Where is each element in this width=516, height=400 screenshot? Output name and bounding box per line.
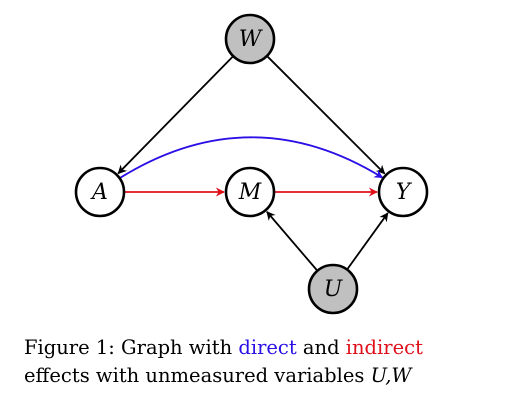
node-u-circle	[307, 263, 359, 315]
node-m-label: M	[238, 180, 262, 205]
node-y-circle	[377, 166, 429, 218]
edge-u-to-y	[346, 212, 389, 270]
caption-line2-prefix: effects with unmeasured variables	[24, 364, 371, 387]
node-w-label: W	[239, 27, 264, 52]
caption-indirect-word: indirect	[345, 336, 423, 359]
node-u: U	[307, 263, 359, 315]
nodes: W A M Y U	[74, 13, 429, 315]
edge-w-to-a	[117, 56, 234, 175]
node-m: M	[224, 166, 276, 218]
caption-line-2: effects with unmeasured variables U,W	[24, 362, 504, 390]
edge-w-to-y	[267, 56, 386, 175]
edge-a-to-y	[120, 136, 384, 179]
edges	[117, 56, 389, 271]
caption-variables: U,W	[370, 364, 412, 387]
figure-caption: Figure 1: Graph with direct and indirect…	[24, 334, 504, 390]
caption-middle: and	[296, 336, 346, 359]
causal-graph: W A M Y U	[74, 13, 429, 315]
node-w: W	[224, 13, 276, 65]
node-u-label: U	[324, 277, 344, 302]
caption-prefix: Figure 1: Graph with	[24, 336, 239, 359]
node-a: A	[74, 166, 126, 218]
caption-direct-word: direct	[238, 336, 297, 359]
node-a-label: A	[90, 180, 108, 205]
edge-u-to-m	[266, 211, 318, 271]
caption-line-1: Figure 1: Graph with direct and indirect	[24, 334, 504, 362]
node-y: Y	[377, 166, 429, 218]
node-m-circle	[224, 166, 276, 218]
node-w-circle	[224, 13, 276, 65]
node-y-label: Y	[396, 180, 413, 205]
node-a-circle	[74, 166, 126, 218]
